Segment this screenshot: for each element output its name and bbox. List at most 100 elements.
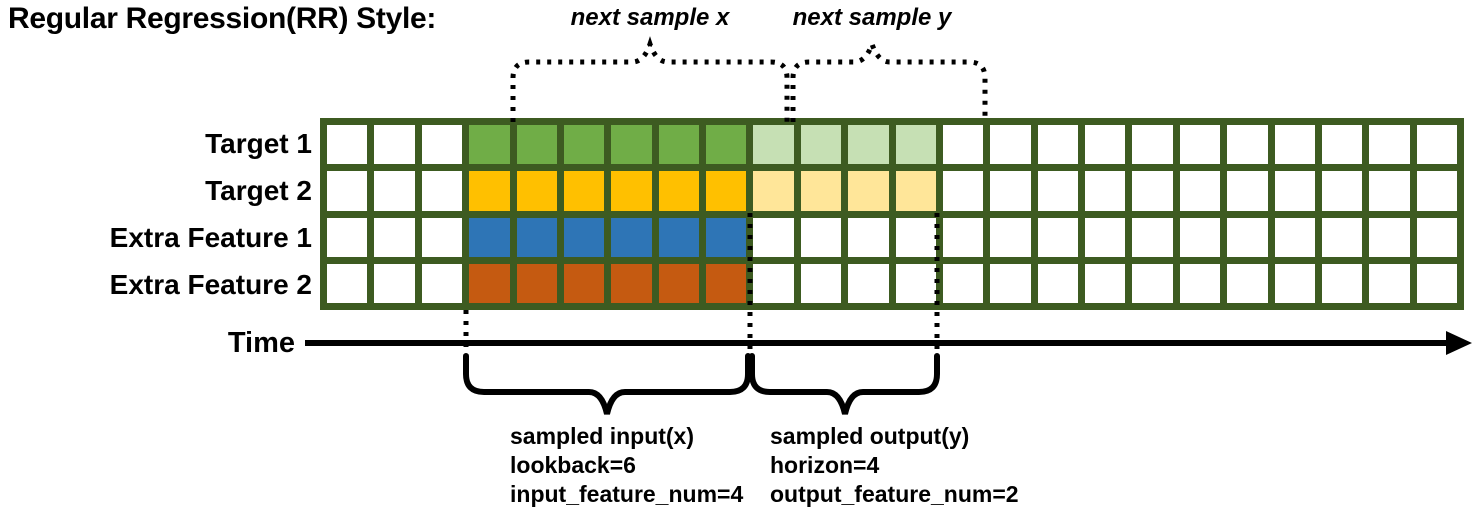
grid-cell-r3-c3 (421, 217, 463, 257)
grid-cell-r2-c6 (563, 171, 605, 211)
next-sample-y-brace (790, 36, 988, 122)
grid-cell-r1-c13 (895, 125, 936, 165)
grid-cell-r3-c15 (990, 217, 1031, 257)
grid-cell-r1-c11 (800, 125, 842, 165)
grid-cell-r2-c19 (1179, 171, 1221, 211)
grid-cell-r4-c16 (1037, 263, 1078, 303)
grid-cell-r1-c4 (469, 125, 510, 165)
grid-cell-r2-c17 (1085, 171, 1126, 211)
grid-cell-r3-c23 (1369, 217, 1410, 257)
grid-cell-r3-c22 (1321, 217, 1363, 257)
grid-cell-r4-c20 (1227, 263, 1268, 303)
grid-cell-r4-c3 (421, 263, 463, 303)
sampled-output-line3: output_feature_num=2 (770, 481, 1019, 507)
grid-cell-r4-c5 (516, 263, 557, 303)
grid-cell-r3-c10 (753, 217, 794, 257)
grid-cell-r4-c14 (942, 263, 984, 303)
grid-cell-r4-c10 (753, 263, 794, 303)
grid-cell-r2-c4 (469, 171, 510, 211)
grid-cell-r2-c21 (1274, 171, 1315, 211)
grid-cell-r3-c17 (1085, 217, 1126, 257)
grid-cell-r1-c1 (327, 125, 368, 165)
time-axis-arrowhead (1446, 331, 1472, 355)
grid-cell-r1-c9 (706, 125, 747, 165)
next-sample-y-label: next sample y (792, 4, 952, 31)
grid-cell-r3-c11 (800, 217, 842, 257)
row-label-target-1: Target 1 (205, 128, 312, 159)
grid-cell-r4-c17 (1085, 263, 1126, 303)
grid-cell-r1-c24 (1416, 125, 1457, 165)
grid-cell-r4-c18 (1132, 263, 1173, 303)
grid-cell-r3-c7 (611, 217, 652, 257)
grid-cell-r2-c5 (516, 171, 557, 211)
sampled-input-brace (463, 353, 751, 415)
grid-cell-r3-c14 (942, 217, 984, 257)
grid-cell-r2-c16 (1037, 171, 1078, 211)
grid-cell-r4-c15 (990, 263, 1031, 303)
grid-cell-r2-c7 (611, 171, 652, 211)
row-label-extra-feature-1: Extra Feature 1 (109, 222, 312, 253)
grid-cell-r4-c21 (1274, 263, 1315, 303)
grid-cell-r3-c13 (895, 217, 936, 257)
grid-cell-r2-c20 (1227, 171, 1268, 211)
next-sample-x-brace (510, 36, 790, 122)
grid-cell-r1-c21 (1274, 125, 1315, 165)
grid-cell-r1-c8 (658, 125, 699, 165)
sampled-input-line2: lookback=6 (510, 452, 636, 478)
grid-cell-r2-c15 (990, 171, 1031, 211)
grid-cell-r2-c14 (942, 171, 984, 211)
grid-cell-r2-c9 (706, 171, 747, 211)
sampled-output-line1: sampled output(y) (770, 423, 970, 449)
grid-cell-r4-c6 (563, 263, 605, 303)
grid-cell-r2-c18 (1132, 171, 1173, 211)
grid-cell-r1-c5 (516, 125, 557, 165)
grid-cell-r2-c8 (658, 171, 699, 211)
grid-cell-r4-c1 (327, 263, 368, 303)
grid-cell-r1-c16 (1037, 125, 1078, 165)
grid-cell-r3-c1 (327, 217, 368, 257)
grid-cell-r2-c23 (1369, 171, 1410, 211)
grid-cell-r4-c19 (1179, 263, 1221, 303)
grid-cell-r4-c2 (374, 263, 415, 303)
grid-cell-r3-c19 (1179, 217, 1221, 257)
grid-cell-r3-c21 (1274, 217, 1315, 257)
grid-cell-r3-c2 (374, 217, 415, 257)
grid-cell-r4-c11 (800, 263, 842, 303)
grid-cell-r4-c9 (706, 263, 747, 303)
grid-cell-r1-c18 (1132, 125, 1173, 165)
grid-cell-r3-c20 (1227, 217, 1268, 257)
grid-cell-r1-c17 (1085, 125, 1126, 165)
sampled-output-text: sampled output(y) horizon=4 output_featu… (770, 422, 1019, 509)
grid-cell-r1-c14 (942, 125, 984, 165)
row-label-extra-feature-2: Extra Feature 2 (109, 269, 312, 300)
grid-cell-r4-c7 (611, 263, 652, 303)
grid-cell-r4-c22 (1321, 263, 1363, 303)
grid-cell-r3-c24 (1416, 217, 1457, 257)
grid-cell-r1-c3 (421, 125, 463, 165)
sampled-input-line1: sampled input(x) (510, 423, 695, 449)
grid-cell-r1-c23 (1369, 125, 1410, 165)
grid-cell-r3-c6 (563, 217, 605, 257)
grid-cell-r1-c12 (848, 125, 889, 165)
grid-cell-r2-c11 (800, 171, 842, 211)
grid-cell-r1-c22 (1321, 125, 1363, 165)
grid-cell-r2-c10 (753, 171, 794, 211)
grid-cell-r3-c9 (706, 217, 747, 257)
sampled-input-line3: input_feature_num=4 (510, 481, 744, 507)
grid-cell-r1-c19 (1179, 125, 1221, 165)
grid-cell-r4-c24 (1416, 263, 1457, 303)
grid-cell-r3-c8 (658, 217, 699, 257)
sampled-input-text: sampled input(x) lookback=6 input_featur… (510, 422, 743, 509)
grid-cell-r3-c16 (1037, 217, 1078, 257)
grid-cell-r2-c3 (421, 171, 463, 211)
time-label: Time (227, 327, 295, 359)
grid-cell-r1-c7 (611, 125, 652, 165)
grid-cell-r4-c4 (469, 263, 510, 303)
next-sample-x-label: next sample x (570, 4, 730, 31)
grid-cell-r2-c1 (327, 171, 368, 211)
grid-cell-r4-c8 (658, 263, 699, 303)
grid-cell-r2-c24 (1416, 171, 1457, 211)
grid-cell-r3-c18 (1132, 217, 1173, 257)
grid-cell-r3-c5 (516, 217, 557, 257)
grid-cell-r1-c15 (990, 125, 1031, 165)
